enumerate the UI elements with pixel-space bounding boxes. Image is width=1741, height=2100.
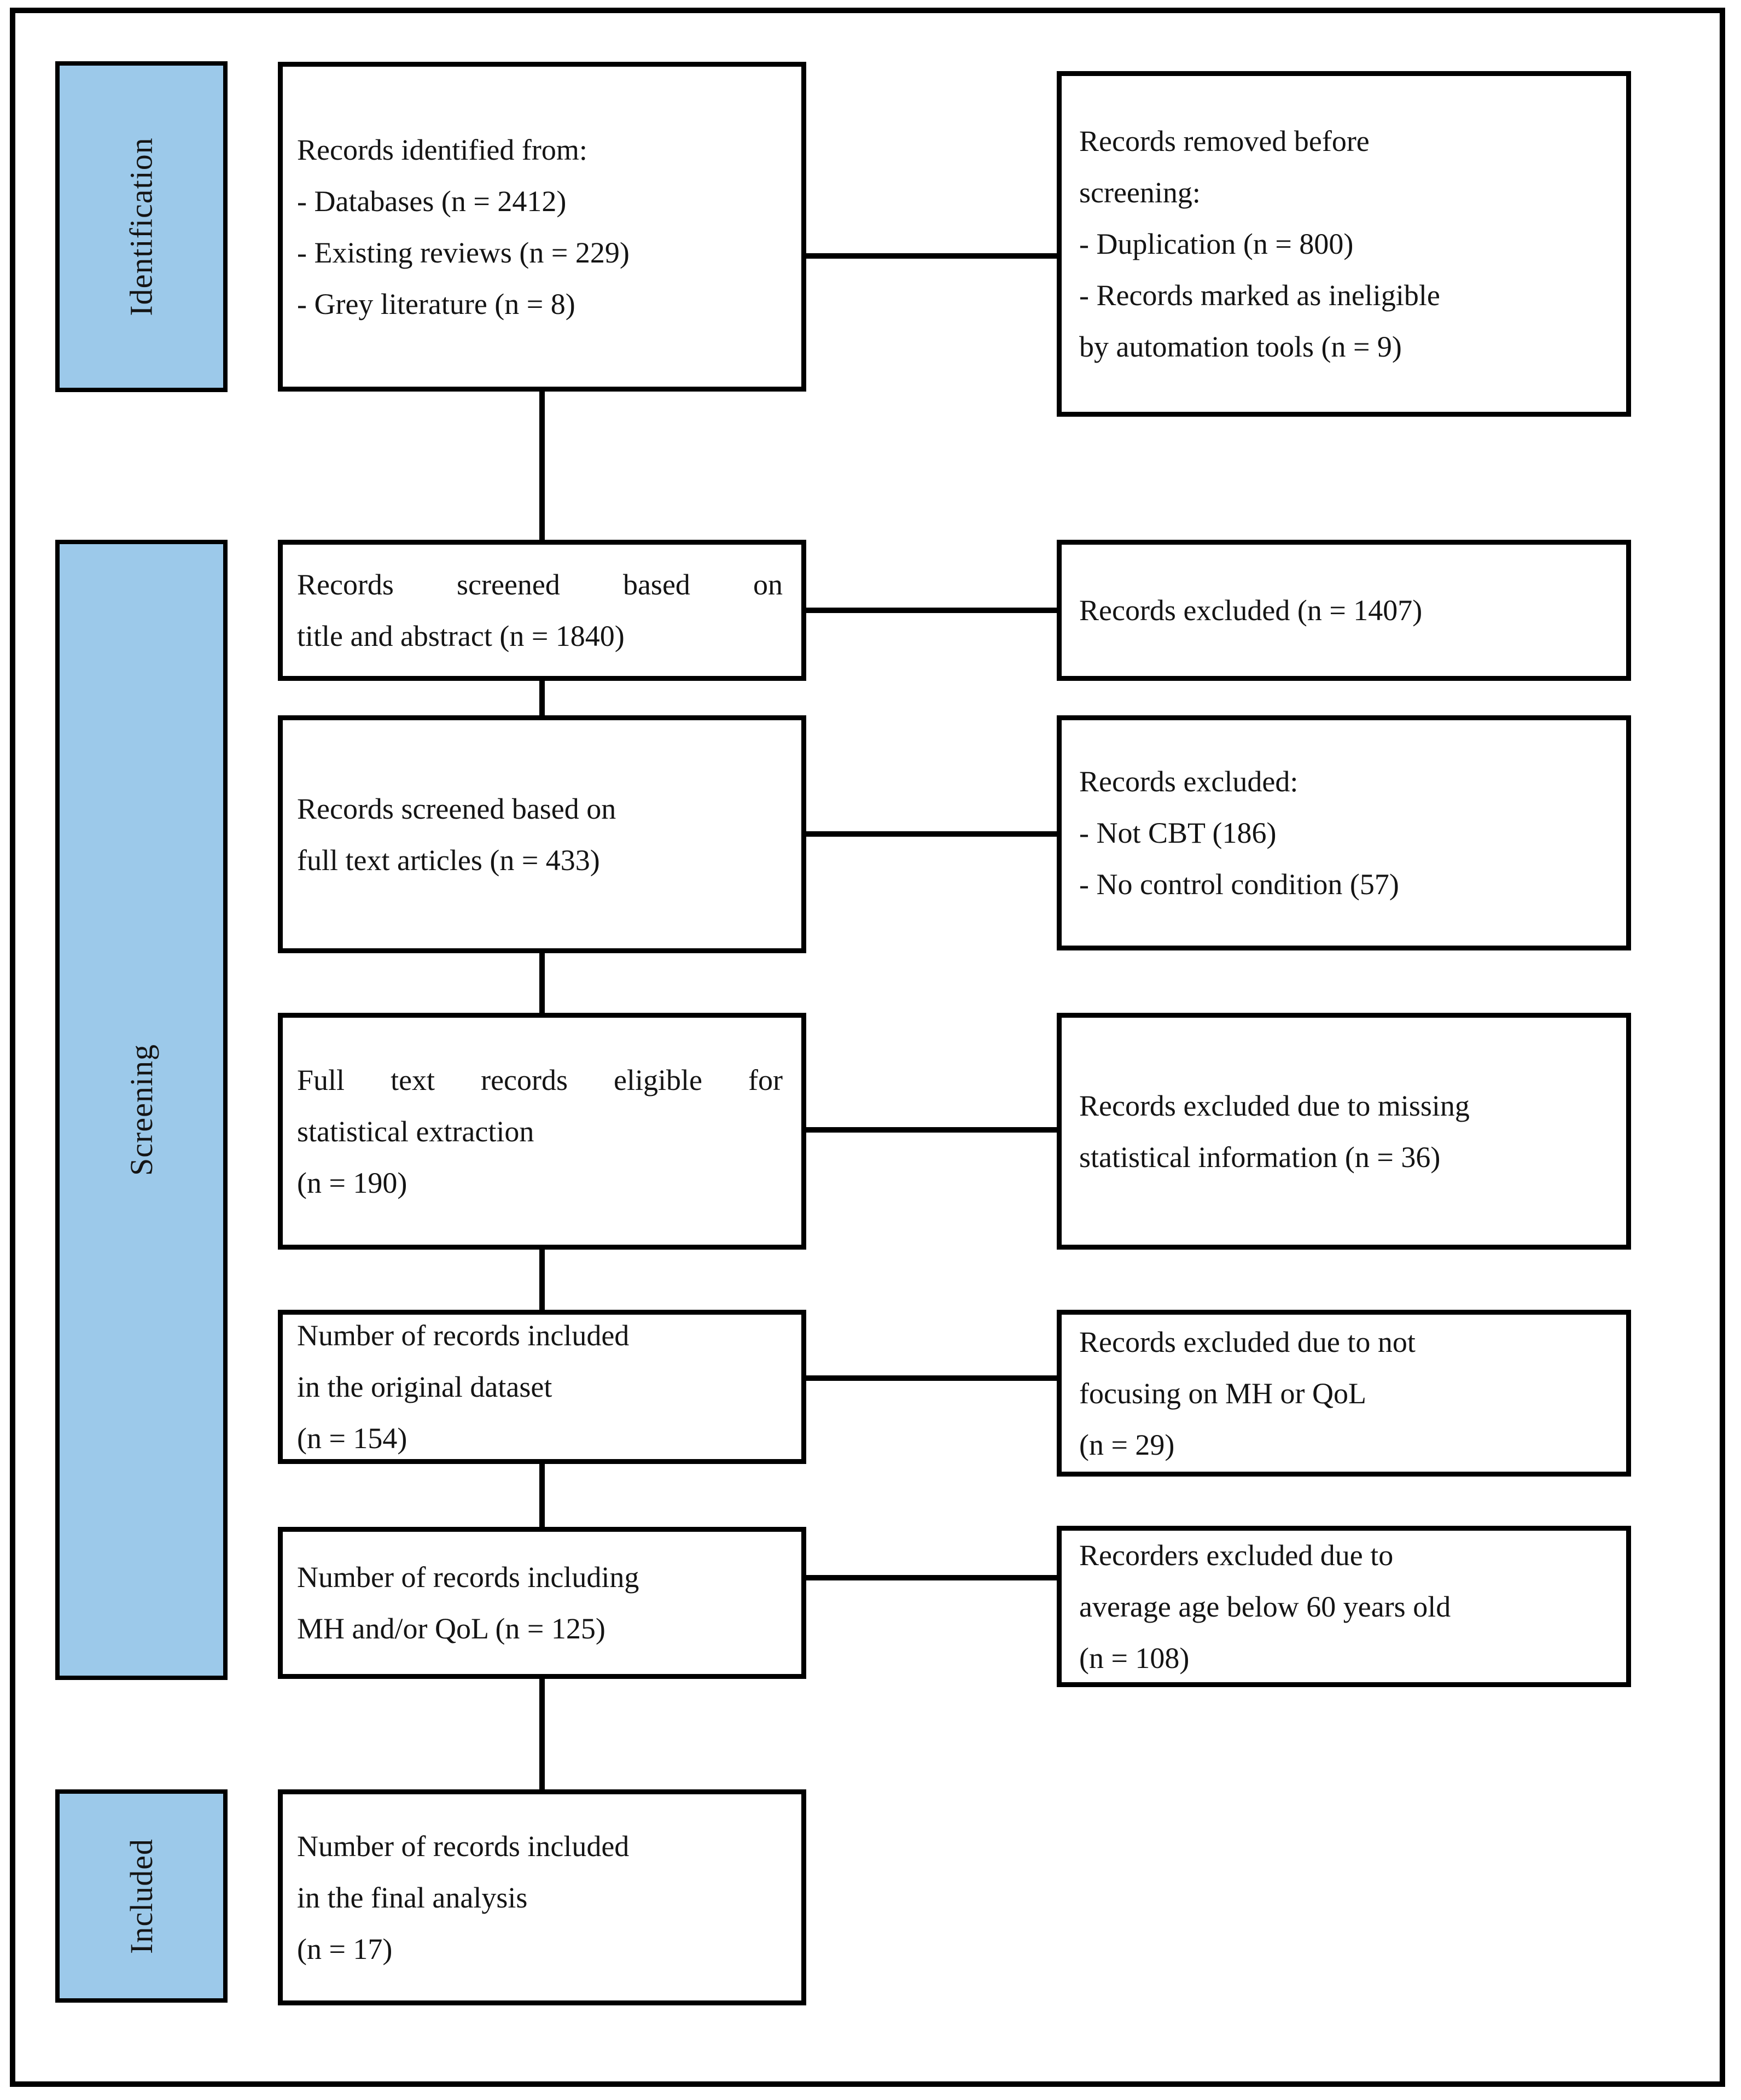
exclusion-box-missing-statistics: Records excluded due to missing statisti… (1057, 1013, 1631, 1250)
flow-box-line: title and abstract (n = 1840) (297, 620, 625, 652)
connector-vertical-5 (539, 1461, 545, 1530)
connector-horizontal-original-dataset (806, 1375, 1057, 1381)
exclusion-box-removed-before-screening: Records removed before screening: - Dupl… (1057, 71, 1631, 417)
connector-vertical-2 (539, 678, 545, 718)
stage-bar-screening: Screening (55, 540, 228, 1680)
diagram-border (10, 8, 1725, 2087)
flow-box-final-analysis: Number of records included in the final … (278, 1789, 806, 2005)
connector-horizontal-statistics (806, 1127, 1057, 1133)
connector-vertical-6 (539, 1676, 545, 1792)
flow-box-line: (n = 190) (297, 1166, 407, 1199)
exclusion-box-text: Records excluded due to not focusing on … (1079, 1325, 1416, 1461)
stage-label-screening: Screening (123, 1044, 159, 1176)
flow-box-title-abstract-screened: Records screened based on title and abst… (278, 540, 806, 681)
exclusion-box-text: Records removed before screening: - Dupl… (1079, 125, 1440, 363)
exclusion-box-not-cbt: Records excluded: - Not CBT (186) - No c… (1057, 715, 1631, 950)
connector-horizontal-mh-qol (806, 1575, 1057, 1580)
exclusion-box-age-below-60: Recorders excluded due to average age be… (1057, 1526, 1631, 1687)
stage-bar-identification: Identification (55, 61, 228, 392)
flow-box-fulltext-screened: Records screened based on full text arti… (278, 715, 806, 953)
flow-box-text: Records screened based on full text arti… (297, 792, 616, 877)
exclusion-box-text: Records excluded (n = 1407) (1079, 594, 1423, 627)
flow-box-records-identified: Records identified from: - Databases (n … (278, 62, 806, 392)
flow-box-line: Full text records eligible for (297, 1063, 783, 1096)
connector-vertical-4 (539, 1247, 545, 1312)
flow-box-original-dataset: Number of records included in the origin… (278, 1310, 806, 1464)
connector-vertical-3 (539, 950, 545, 1016)
stage-label-identification: Identification (124, 137, 159, 316)
exclusion-box-not-mh-qol: Records excluded due to not focusing on … (1057, 1310, 1631, 1477)
flow-box-line: Records screened based on (297, 568, 783, 601)
exclusion-box-records-excluded: Records excluded (n = 1407) (1057, 540, 1631, 681)
flow-box-text: Number of records including MH and/or Qo… (297, 1561, 639, 1645)
flow-box-statistical-extraction: Full text records eligible for statistic… (278, 1013, 806, 1250)
connector-vertical-1 (539, 388, 545, 542)
stage-label-included: Included (123, 1838, 159, 1954)
flow-box-text: Number of records included in the final … (297, 1829, 630, 1965)
stage-bar-included: Included (55, 1789, 228, 2003)
connector-horizontal-title-abstract (806, 608, 1057, 613)
flow-box-mh-qol: Number of records including MH and/or Qo… (278, 1527, 806, 1679)
exclusion-box-text: Records excluded due to missing statisti… (1079, 1089, 1470, 1174)
connector-horizontal-fulltext (806, 831, 1057, 837)
exclusion-box-text: Recorders excluded due to average age be… (1079, 1538, 1451, 1675)
flow-box-text: Records identified from: - Databases (n … (297, 133, 630, 320)
exclusion-box-text: Records excluded: - Not CBT (186) - No c… (1079, 765, 1399, 901)
flow-box-line: statistical extraction (297, 1115, 534, 1148)
connector-horizontal-identification (806, 253, 1057, 259)
flow-box-text: Number of records included in the origin… (297, 1319, 630, 1455)
